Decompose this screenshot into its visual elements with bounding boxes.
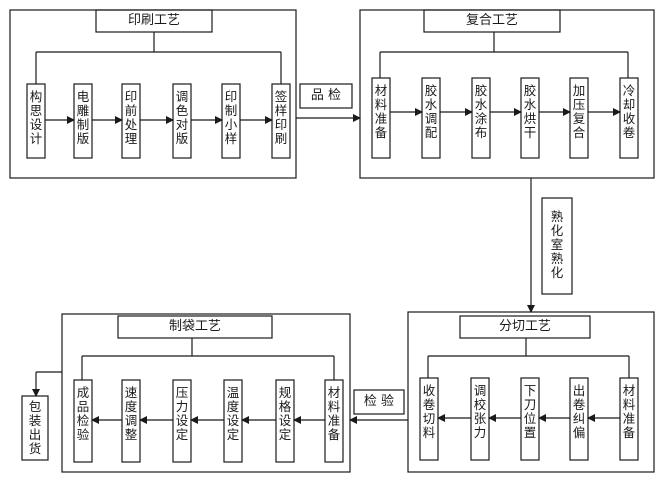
bag-step-1: 材料准备 [327, 385, 341, 442]
laminating-group-frame [359, 9, 655, 179]
inspection-2-frame [353, 389, 405, 415]
printing-group-frame [9, 9, 297, 179]
printing-step-1: 构思设计 [29, 89, 43, 146]
laminating-step-4-frame [520, 77, 540, 159]
bag-step-3: 温度设定 [226, 385, 240, 442]
slitting-group-frame [407, 311, 655, 473]
printing-step-5: 印制小样 [224, 89, 238, 146]
printing-title: 印刷工艺 [127, 13, 180, 28]
laminating-title: 复合工艺 [465, 13, 518, 28]
laminating-step-5-frame [569, 77, 589, 159]
printing-step-2: 电雕制版 [76, 89, 90, 146]
bag-title-frame [117, 315, 273, 339]
inspection-1-frame [299, 83, 353, 109]
curing-label: 熟化室熟化 [550, 209, 564, 280]
printing-step-4: 调色对版 [175, 89, 189, 146]
bag-title: 制袋工艺 [168, 319, 221, 334]
laminating-title-frame [423, 9, 561, 33]
laminating-step-2: 胶水调配 [424, 83, 438, 140]
slitting-step-3: 下刀位置 [523, 383, 537, 440]
laminating-step-6: 冷却收卷 [622, 83, 636, 140]
printing-step-3: 印前处理 [124, 89, 138, 146]
slitting-title: 分切工艺 [498, 319, 551, 334]
bag-step-5: 速度调整 [124, 385, 138, 442]
bag-group-frame [61, 313, 351, 473]
bag-step-2: 规格设定 [278, 385, 292, 442]
slitting-title-frame [459, 315, 591, 339]
packing-frame [21, 395, 49, 461]
laminating-step-5: 加压复合 [572, 83, 586, 140]
bag-step-1-frame [324, 379, 344, 463]
slitting-step-1: 材料准备 [622, 383, 636, 440]
bag-step-6: 成品检验 [76, 385, 90, 442]
laminating-step-3: 胶水涂布 [474, 83, 488, 140]
laminating-step-2-frame [421, 77, 441, 159]
slitting-step-4: 调校张力 [473, 383, 487, 440]
laminating-step-6-frame [619, 77, 639, 159]
laminating-step-4: 胶水烘干 [523, 83, 537, 140]
printing-step-6: 签样印刷 [274, 89, 288, 146]
laminating-step-1-frame [371, 77, 391, 159]
slitting-step-1-frame [619, 377, 639, 461]
printing-step-1-frame [26, 83, 46, 159]
inspection-2-label: 检 验 [363, 394, 395, 409]
laminating-step-1: 材料准备 [374, 83, 388, 140]
inspection-1-label: 品 检 [310, 88, 342, 103]
slitting-step-2: 出卷纠偏 [572, 383, 586, 440]
laminating-step-3-frame [471, 77, 491, 159]
bag-step-4: 压力设定 [175, 385, 189, 442]
slitting-step-5: 收卷切料 [422, 383, 436, 440]
curing-frame [541, 197, 573, 295]
packing-label: 包装出货 [28, 399, 42, 456]
